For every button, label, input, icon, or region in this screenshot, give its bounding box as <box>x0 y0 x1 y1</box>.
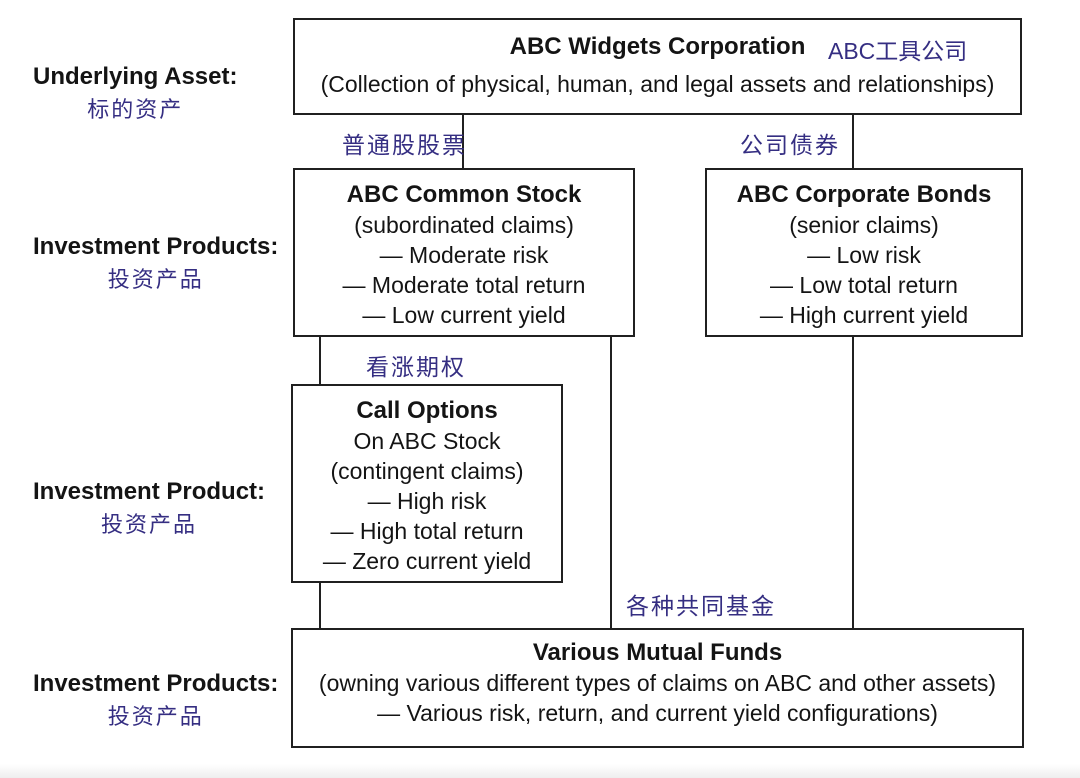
funds-line: (owning various different types of claim… <box>318 670 997 696</box>
row-label-en: Investment Products: <box>33 670 279 697</box>
stock-line: (subordinated claims) <box>354 212 574 238</box>
row-label-investment-product: Investment Product: 投资产品 <box>33 477 265 539</box>
row-label-zh: 投资产品 <box>107 267 204 292</box>
options-line: On ABC Stock <box>353 428 501 454</box>
row-label-en: Investment Products: <box>33 233 279 260</box>
funds-title: Various Mutual Funds <box>532 639 783 666</box>
corp-subtitle: (Collection of physical, human, and lega… <box>320 71 995 97</box>
connector-label-common-stock: 普通股股票 <box>342 132 467 158</box>
box-abc-widgets-corporation: ABC Widgets Corporation ABC工具公司 (Collect… <box>293 18 1022 115</box>
row-label-zh: 投资产品 <box>107 704 204 729</box>
connector-corp-to-bonds <box>852 113 854 168</box>
bonds-line: — High current yield <box>759 302 969 328</box>
options-line: (contingent claims) <box>330 458 524 484</box>
bonds-title: ABC Corporate Bonds <box>736 181 992 208</box>
corp-title: ABC Widgets Corporation <box>509 33 806 60</box>
stock-line: — Moderate total return <box>342 272 586 298</box>
connector-label-mutual-funds: 各种共同基金 <box>626 593 776 619</box>
funds-line: — Various risk, return, and current yiel… <box>377 700 938 726</box>
box-abc-common-stock: ABC Common Stock (subordinated claims) —… <box>293 168 635 337</box>
bonds-line: (senior claims) <box>789 212 939 238</box>
options-line: — High total return <box>330 518 524 544</box>
connector-corp-to-stock <box>462 113 464 168</box>
connector-label-corporate-bonds: 公司债券 <box>740 132 840 158</box>
row-label-en: Underlying Asset: <box>33 63 238 90</box>
box-call-options: Call Options On ABC Stock (contingent cl… <box>291 384 563 583</box>
row-label-investment-products-1: Investment Products: 投资产品 <box>33 232 278 294</box>
options-line: — High risk <box>367 488 487 514</box>
row-label-zh: 标的资产 <box>87 97 184 122</box>
stock-line: — Low current yield <box>362 302 566 328</box>
connector-label-call-options: 看涨期权 <box>366 354 466 380</box>
bonds-line: — Low risk <box>807 242 921 268</box>
stock-title: ABC Common Stock <box>346 181 582 208</box>
bonds-line: — Low total return <box>770 272 958 298</box>
corp-title-row: ABC Widgets Corporation ABC工具公司 <box>295 32 1020 64</box>
row-label-zh: 投资产品 <box>101 512 198 537</box>
connector-options-to-funds <box>319 581 321 628</box>
options-line: — Zero current yield <box>322 548 532 574</box>
stock-line: — Moderate risk <box>379 242 549 268</box>
box-various-mutual-funds: Various Mutual Funds (owning various dif… <box>291 628 1024 748</box>
row-label-underlying-asset: Underlying Asset: 标的资产 <box>33 62 237 124</box>
row-label-investment-products-2: Investment Products: 投资产品 <box>33 669 278 731</box>
connector-stock-to-funds <box>610 335 612 628</box>
row-label-en: Investment Product: <box>33 478 266 505</box>
box-abc-corporate-bonds: ABC Corporate Bonds (senior claims) — Lo… <box>705 168 1023 337</box>
connector-bonds-to-funds <box>852 335 854 628</box>
corp-title-zh: ABC工具公司 <box>828 38 968 64</box>
options-title: Call Options <box>356 397 498 424</box>
page-bottom-edge <box>0 764 1080 778</box>
connector-stock-to-options <box>319 335 321 384</box>
